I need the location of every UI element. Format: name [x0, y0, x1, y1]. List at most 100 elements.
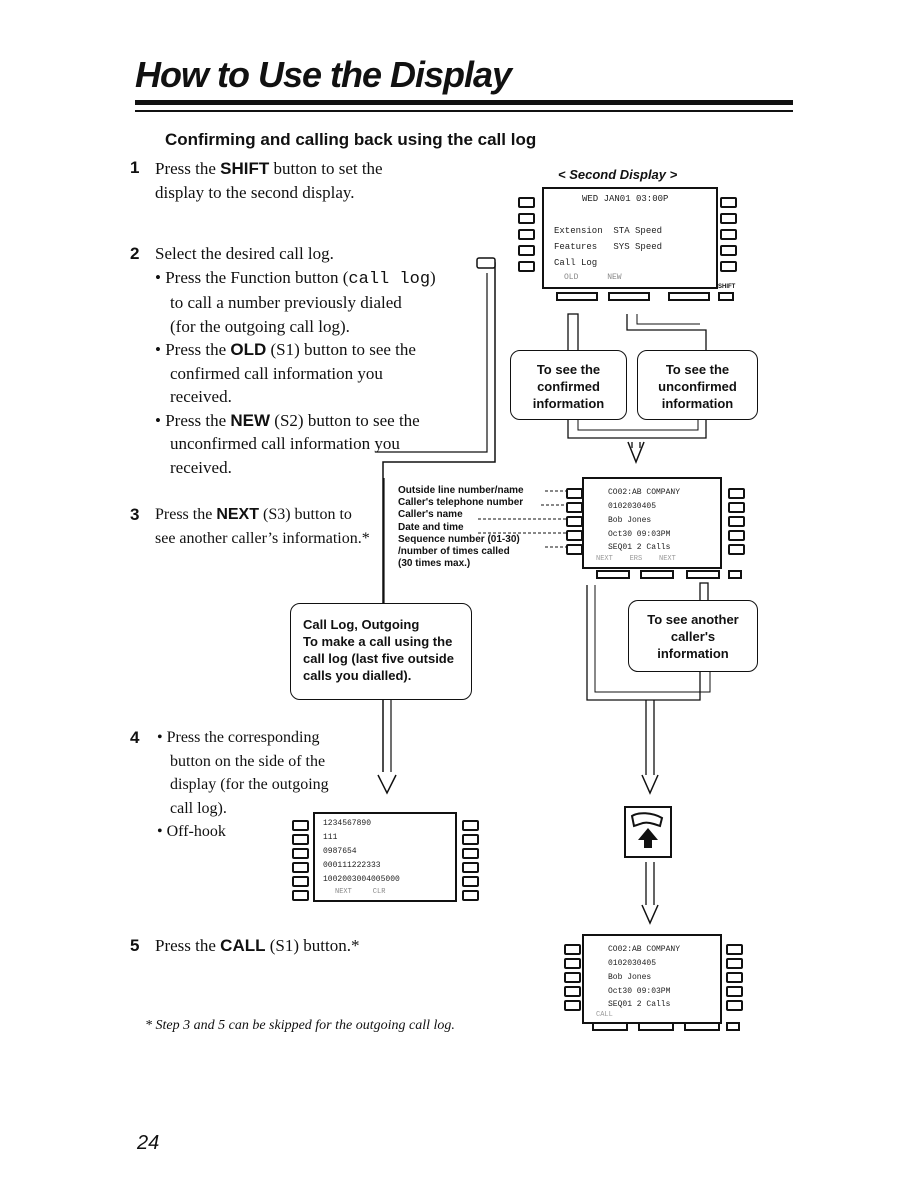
- step-4-l2: button on the side of the: [170, 752, 326, 770]
- step-3-post: (S3) button to: [259, 506, 352, 523]
- caller-lcd-line2: 0102030405: [608, 502, 657, 511]
- step-2-b1-l2: to call a number previously dialed: [170, 293, 402, 312]
- step-2-b2-l2: confirmed call information you: [170, 363, 383, 383]
- call-lcd-line1: CO02:AB COMPANY: [608, 945, 681, 954]
- line-button[interactable]: [292, 890, 309, 901]
- line-button[interactable]: [518, 261, 535, 272]
- line-button[interactable]: [728, 530, 745, 541]
- call-lcd-softkeys: CALL: [596, 1011, 613, 1019]
- caller-lcd-line3: Bob Jones: [608, 516, 652, 525]
- legend-sequence: Sequence number (01-30): [398, 533, 520, 545]
- line-button[interactable]: [564, 944, 581, 955]
- step-1-post: button to set the: [269, 159, 383, 178]
- shift-button[interactable]: [718, 292, 734, 301]
- softkey-s1-call[interactable]: [592, 1022, 628, 1031]
- line-button[interactable]: [720, 197, 737, 208]
- line-button[interactable]: [566, 516, 583, 527]
- legend-times-called: /number of times called: [398, 546, 510, 558]
- call-button-label: CALL: [220, 936, 266, 955]
- line-button[interactable]: [720, 213, 737, 224]
- callout-confirmed-l3: information: [532, 396, 605, 411]
- line-button[interactable]: [566, 544, 583, 555]
- caller-lcd-line4: Oct30 09:03PM: [608, 530, 671, 539]
- step-4-text: • Press the corresponding button on the …: [157, 726, 357, 844]
- section-heading: Confirming and calling back using the ca…: [165, 130, 537, 149]
- shift-button[interactable]: [726, 1022, 740, 1031]
- softkey-s1-old[interactable]: [556, 292, 598, 301]
- second-display-lcd: WED JAN01 03:00P Extension STA Speed Fea…: [542, 187, 718, 289]
- softkey-s3-next[interactable]: [686, 570, 720, 579]
- line-button[interactable]: [728, 516, 745, 527]
- shift-button[interactable]: [728, 570, 742, 579]
- step-2-number: 2: [130, 244, 140, 263]
- softkey-s2[interactable]: [638, 1022, 674, 1031]
- call-log-key-label: call log: [348, 269, 431, 289]
- line-button[interactable]: [292, 820, 309, 831]
- line-button[interactable]: [726, 944, 743, 955]
- callout-outgoing-title: Call Log, Outgoing: [303, 617, 420, 632]
- shift-label: SHIFT: [718, 284, 736, 290]
- line-button[interactable]: [726, 986, 743, 997]
- display-legend: Outside line number/name Caller's teleph…: [398, 485, 524, 570]
- line-button[interactable]: [720, 261, 737, 272]
- line-button[interactable]: [564, 958, 581, 969]
- softkey-s2[interactable]: [640, 570, 674, 579]
- step-3-number: 3: [130, 505, 140, 524]
- line-button[interactable]: [292, 848, 309, 859]
- lcd-line-call-log: Call Log: [554, 258, 598, 268]
- caller-lcd-line5: SEQ01 2 Calls: [608, 543, 671, 552]
- line-button[interactable]: [726, 958, 743, 969]
- line-button[interactable]: [462, 862, 479, 873]
- legend-max: (30 times max.): [398, 558, 471, 570]
- line-button[interactable]: [292, 834, 309, 845]
- line-button[interactable]: [720, 245, 737, 256]
- call-lcd-line3: Bob Jones: [608, 973, 652, 982]
- line-button[interactable]: [462, 834, 479, 845]
- callout-confirmed-l2: confirmed: [537, 379, 600, 394]
- softkey-s3[interactable]: [684, 1022, 720, 1031]
- step-1-text: Press the SHIFT button to set the displa…: [155, 157, 475, 204]
- line-button[interactable]: [566, 502, 583, 513]
- line-button[interactable]: [292, 862, 309, 873]
- line-button[interactable]: [462, 876, 479, 887]
- line-button[interactable]: [726, 972, 743, 983]
- line-button[interactable]: [292, 876, 309, 887]
- step-4-l4: call log).: [170, 799, 227, 817]
- line-button[interactable]: [566, 488, 583, 499]
- lcd-datetime: WED JAN01 03:00P: [582, 194, 669, 204]
- callout-unconfirmed-l3: information: [661, 396, 734, 411]
- line-button[interactable]: [726, 1000, 743, 1011]
- line-button[interactable]: [462, 848, 479, 859]
- legend-outside-line: Outside line number/name: [398, 485, 524, 496]
- arrow-down-icon: [641, 904, 659, 925]
- line-button[interactable]: [564, 986, 581, 997]
- line-button[interactable]: [518, 213, 535, 224]
- step-1-number: 1: [130, 158, 140, 177]
- callout-unconfirmed: To see the unconfirmed information: [637, 350, 758, 420]
- softkey-s3[interactable]: [668, 292, 710, 301]
- caller-info-lcd: CO02:AB COMPANY 0102030405 Bob Jones Oct…: [582, 477, 722, 569]
- callout-outgoing: Call Log, Outgoing To make a call using …: [290, 603, 472, 700]
- step-2-b3-l3: received.: [170, 457, 232, 477]
- line-button[interactable]: [518, 197, 535, 208]
- step-3-text: Press the NEXT (S3) button to see anothe…: [155, 503, 385, 550]
- line-button[interactable]: [518, 229, 535, 240]
- line-button[interactable]: [728, 502, 745, 513]
- legend-caller-number: Caller's telephone number: [398, 497, 524, 509]
- line-button[interactable]: [720, 229, 737, 240]
- line-button[interactable]: [564, 972, 581, 983]
- callout-unconfirmed-l1: To see the: [665, 362, 730, 377]
- step-4-l1: • Press the corresponding: [157, 729, 320, 746]
- line-button[interactable]: [564, 1000, 581, 1011]
- line-button[interactable]: [462, 820, 479, 831]
- softkey-s2-new[interactable]: [608, 292, 650, 301]
- arrow-down-icon: [641, 774, 659, 795]
- line-button[interactable]: [728, 488, 745, 499]
- line-button[interactable]: [518, 245, 535, 256]
- lcd-line-features: Features SYS Speed: [554, 242, 663, 252]
- line-button[interactable]: [462, 890, 479, 901]
- line-button[interactable]: [728, 544, 745, 555]
- softkey-s1[interactable]: [596, 570, 630, 579]
- line-button[interactable]: [566, 530, 583, 541]
